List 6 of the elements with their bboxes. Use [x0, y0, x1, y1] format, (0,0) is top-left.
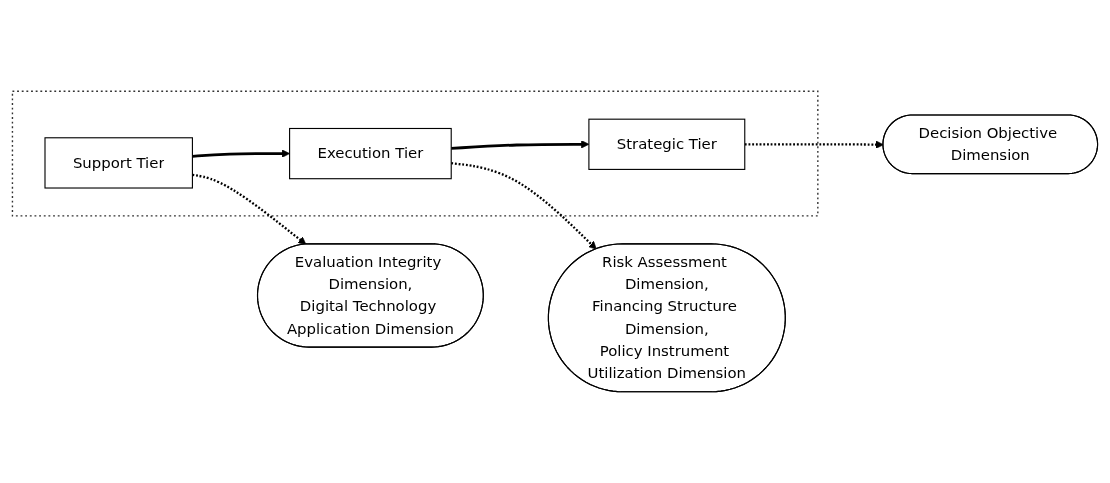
arrow: [451, 162, 597, 250]
node-box: Support Tier: [44, 137, 193, 189]
arrow: [192, 149, 290, 158]
cluster: [11, 90, 819, 217]
node-box: Strategic Tier: [588, 118, 746, 170]
node-box: Execution Tier: [289, 127, 452, 180]
